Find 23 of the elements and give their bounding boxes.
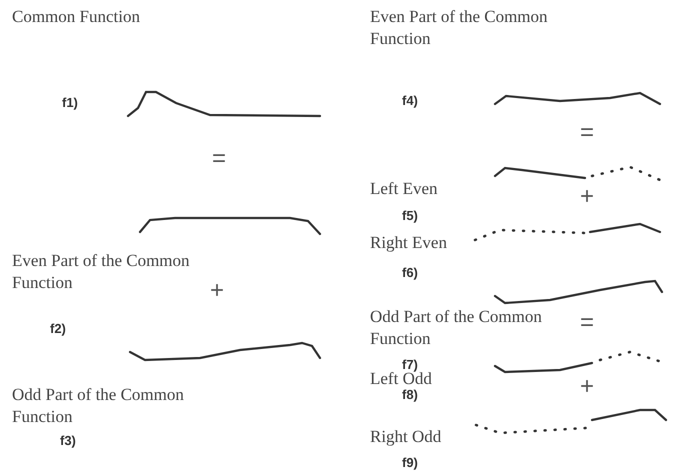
function-title: Left Even — [370, 178, 438, 200]
function-title: Odd Part of the Common Function — [370, 306, 543, 350]
function-number: f8) — [402, 386, 418, 404]
function-title: Odd Part of the Common Function — [12, 384, 185, 428]
function-number: f7) — [402, 356, 418, 372]
plus-sign: + — [210, 280, 224, 302]
function-number: f1) — [62, 94, 78, 112]
function-number: f9) — [402, 454, 418, 472]
equals-sign: = — [580, 122, 594, 144]
equals-sign: = — [212, 148, 226, 170]
function-number: f2) — [50, 320, 66, 338]
function-title: Even Part of the Common Function — [12, 250, 191, 294]
function-number: f4) — [402, 92, 418, 110]
function-number: f3) — [60, 432, 76, 450]
plus-sign: + — [580, 186, 594, 208]
function-title: Even Part of the Common Function — [370, 6, 549, 50]
function-number: f6) — [402, 264, 418, 282]
function-title: Right Even — [370, 232, 447, 254]
function-number: f5) — [402, 207, 418, 225]
plus-sign: + — [580, 376, 594, 398]
function-title: Right Odd — [370, 426, 442, 448]
function-title: Common Function — [12, 6, 141, 28]
equals-sign: = — [580, 312, 594, 334]
